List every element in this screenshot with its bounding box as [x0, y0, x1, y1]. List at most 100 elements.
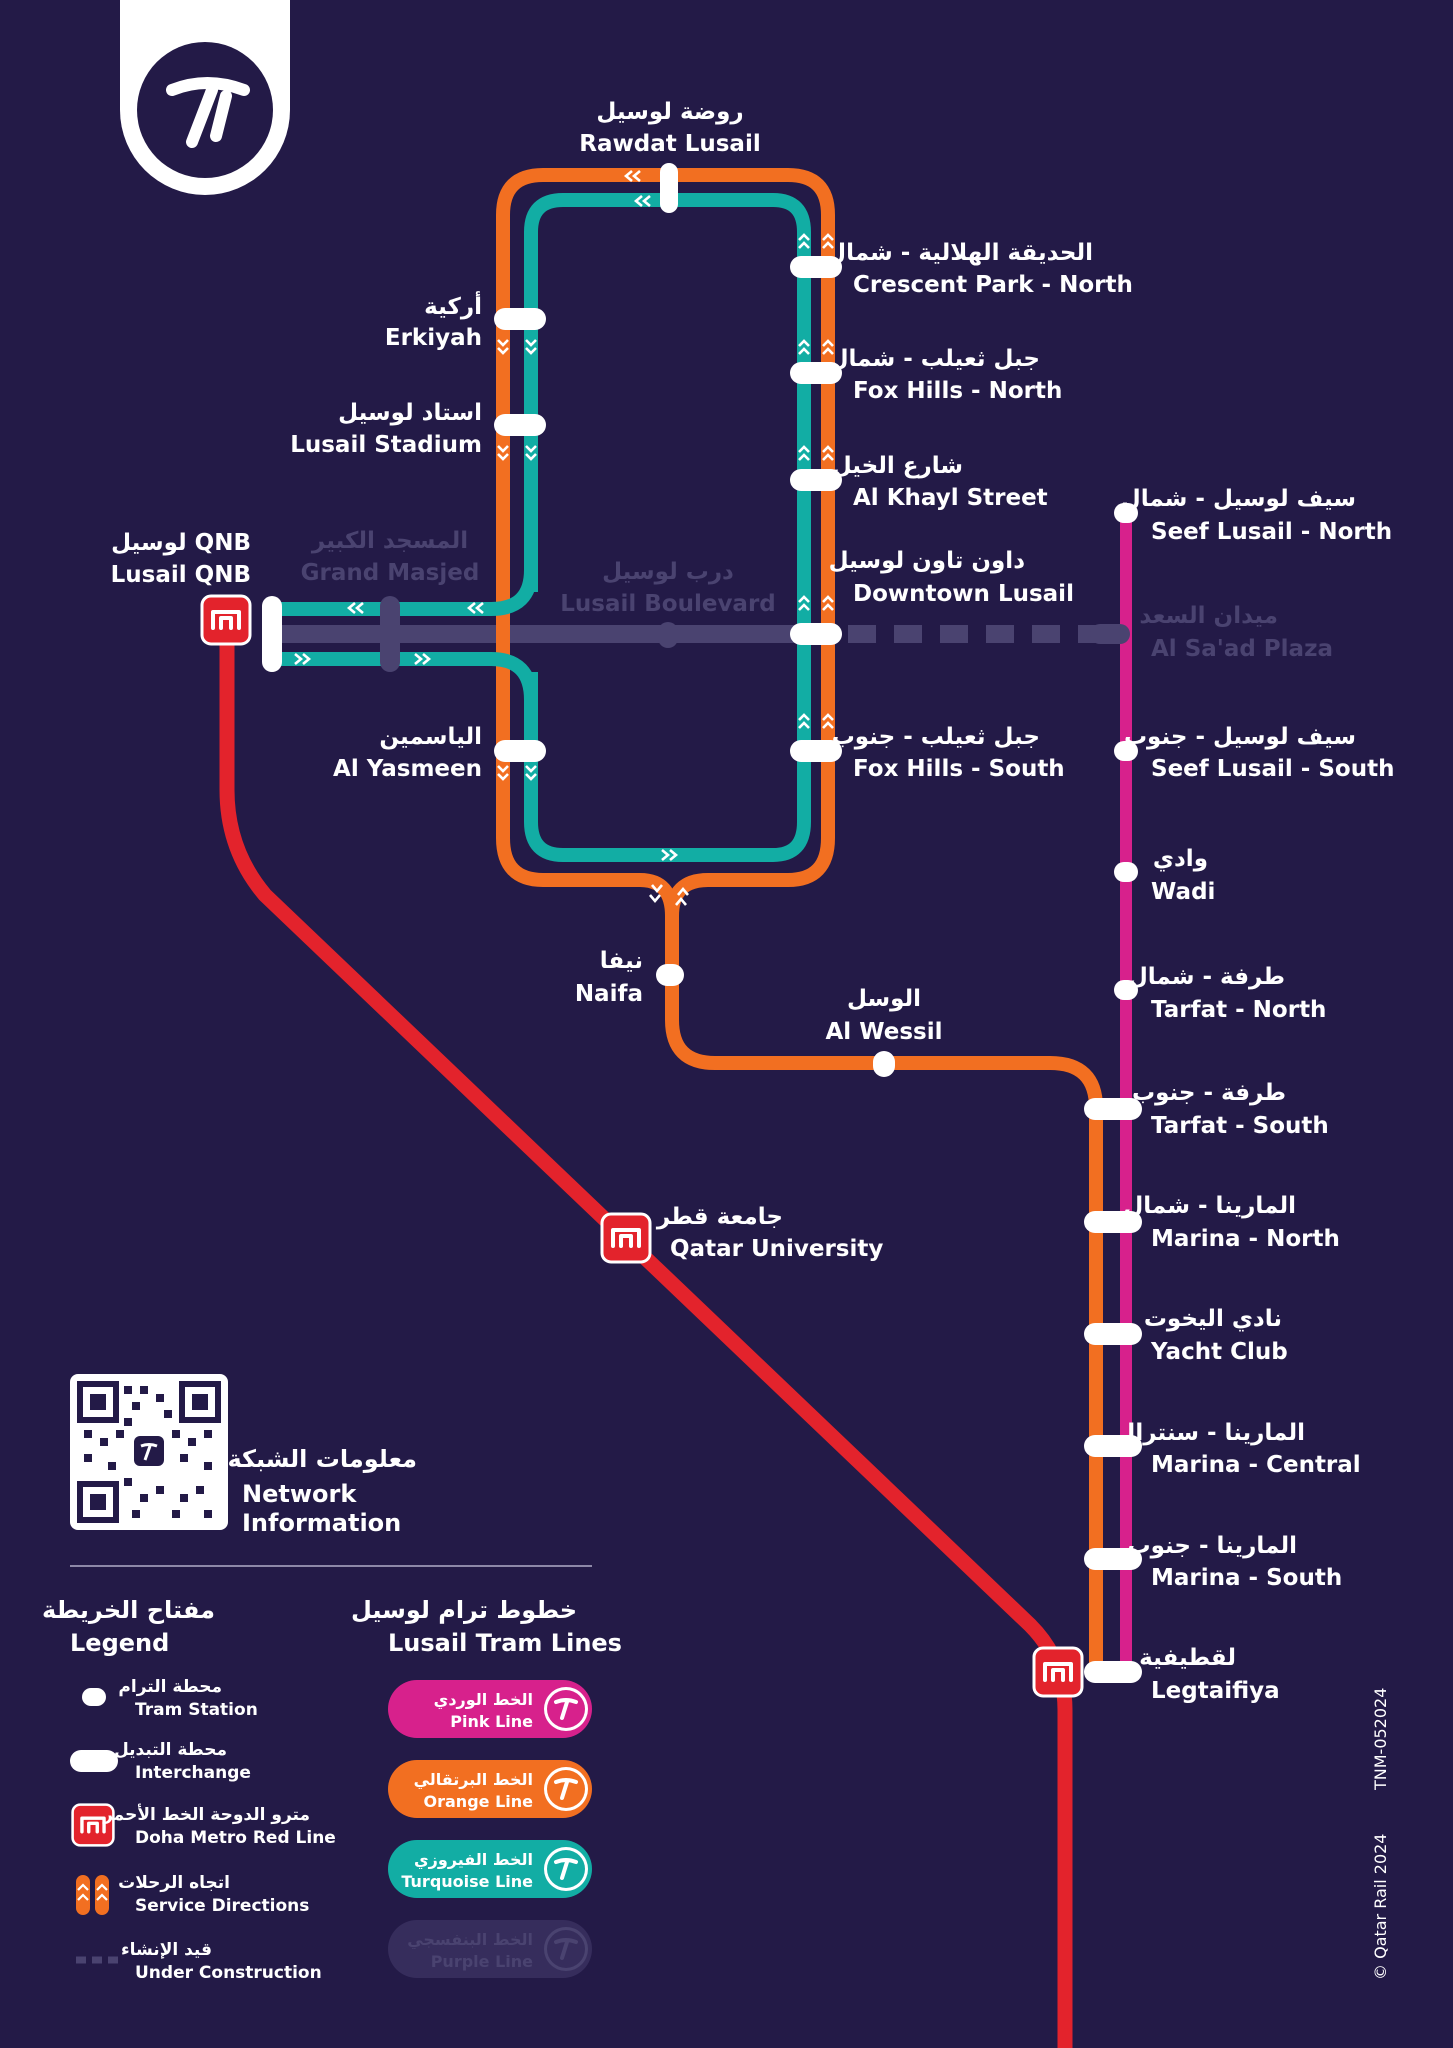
svg-text:قيد الإنشاء: قيد الإنشاء [121, 1940, 212, 1960]
svg-text:محطة التبديل: محطة التبديل [114, 1740, 227, 1760]
svg-text:المارينا - شمال: المارينا - شمال [1123, 1193, 1296, 1219]
station-downtown-lusail [790, 623, 842, 645]
station-al-saad-plaza [1090, 624, 1130, 644]
station-tarfat-north [1114, 980, 1138, 1000]
svg-text:وادي: وادي [1153, 846, 1208, 872]
station-al-yasmeen [494, 740, 546, 762]
svg-text:Al Khayl Street: Al Khayl Street [853, 485, 1048, 511]
metro-icon-legtaifiya [1032, 1646, 1084, 1698]
svg-text:Pink Line: Pink Line [450, 1712, 533, 1731]
svg-text:شارع الخيل: شارع الخيل [832, 453, 963, 479]
station-crescent-park-north [790, 256, 842, 278]
svg-text:Lusail QNB: Lusail QNB [111, 562, 251, 588]
svg-text:Purple Line: Purple Line [431, 1952, 533, 1971]
svg-text:Tarfat - North: Tarfat - North [1151, 997, 1326, 1023]
svg-text:Legend: Legend [70, 1629, 169, 1657]
svg-text:Fox Hills - South: Fox Hills - South [853, 756, 1065, 782]
svg-text:Qatar University: Qatar University [670, 1236, 883, 1262]
svg-text:نادي اليخوت: نادي اليخوت [1144, 1306, 1282, 1332]
svg-text:المسجد الكبير: المسجد الكبير [311, 528, 468, 554]
station-lusail-qnb [262, 596, 282, 672]
svg-text:معلومات الشبكة: معلومات الشبكة [227, 1445, 417, 1473]
svg-text:سيف لوسيل - شمال: سيف لوسيل - شمال [1121, 486, 1356, 512]
station-wadi [1114, 862, 1138, 882]
svg-text:Service Directions: Service Directions [135, 1896, 309, 1916]
svg-text:الوسل: الوسل [847, 986, 921, 1012]
metro-icon-qatar-university [600, 1212, 652, 1264]
svg-text:Wadi: Wadi [1151, 879, 1215, 905]
tram-brand-logo [120, 0, 290, 195]
svg-text:TNM-052024: TNM-052024 [1371, 1688, 1390, 1791]
svg-text:طرفة - جنوب: طرفة - جنوب [1132, 1080, 1286, 1106]
svg-text:Yacht Club: Yacht Club [1150, 1339, 1288, 1365]
station-fox-hills-north [790, 362, 842, 384]
svg-text:روضة لوسيل: روضة لوسيل [596, 99, 743, 125]
svg-text:Naifa: Naifa [575, 981, 643, 1007]
svg-text:المارينا - سنترال: المارينا - سنترال [1115, 1420, 1305, 1446]
station-labels: روضة لوسيل Rawdat Lusail الحديقة الهلالي… [111, 99, 1395, 1704]
svg-text:Seef Lusail - North: Seef Lusail - North [1151, 519, 1392, 545]
svg-text:Orange Line: Orange Line [424, 1792, 534, 1811]
svg-text:Crescent Park - North: Crescent Park - North [853, 272, 1133, 298]
station-yacht-club [1084, 1323, 1142, 1345]
svg-text:مترو الدوحة الخط الأحمر: مترو الدوحة الخط الأحمر [102, 1804, 310, 1825]
network-info: معلومات الشبكة Network Information [227, 1445, 417, 1537]
svg-text:الخط البرتقالي: الخط البرتقالي [414, 1770, 533, 1790]
svg-text:Rawdat Lusail: Rawdat Lusail [579, 131, 760, 157]
station-seef-lusail-south [1114, 741, 1138, 761]
svg-text:Downtown Lusail: Downtown Lusail [853, 581, 1074, 607]
footer: © Qatar Rail 2024 TNM-052024 [1371, 1688, 1390, 1980]
svg-text:Marina - Central: Marina - Central [1151, 1452, 1361, 1478]
station-al-khayl-street [790, 469, 842, 491]
svg-text:الخط الفيروزي: الخط الفيروزي [414, 1850, 533, 1870]
divider [70, 1565, 592, 1567]
legend: مفتاح الخريطة Legend محطة الترام Tram St… [42, 1596, 336, 1983]
metro-icon-lusail-qnb [200, 594, 252, 646]
svg-text:جبل ثعيلب - شمال: جبل ثعيلب - شمال [829, 346, 1040, 372]
svg-text:Lusail Stadium: Lusail Stadium [290, 432, 482, 458]
svg-text:Seef Lusail - South: Seef Lusail - South [1151, 756, 1394, 782]
svg-text:Legtaifiya: Legtaifiya [1151, 1678, 1280, 1704]
svg-text:Al Sa'ad Plaza: Al Sa'ad Plaza [1151, 636, 1333, 662]
turquoise-spur-join-top [490, 569, 538, 616]
svg-text:Lusail Boulevard: Lusail Boulevard [560, 591, 776, 617]
direction-chevrons [294, 170, 834, 906]
svg-text:جامعة قطر: جامعة قطر [656, 1204, 783, 1230]
svg-text:محطة الترام: محطة الترام [118, 1677, 222, 1697]
svg-text:Information: Information [242, 1509, 401, 1537]
station-legtaifiya [1084, 1661, 1142, 1683]
station-marina-central [1084, 1435, 1142, 1457]
station-seef-lusail-north [1114, 503, 1138, 523]
svg-text:طرفة - شمال: طرفة - شمال [1128, 964, 1285, 990]
station-fox-hills-south [790, 740, 842, 762]
station-lusail-stadium [494, 414, 546, 436]
svg-text:Lusail Tram Lines: Lusail Tram Lines [388, 1629, 622, 1657]
svg-text:أركية: أركية [424, 290, 482, 320]
svg-text:Turquoise Line: Turquoise Line [401, 1872, 533, 1891]
svg-text:الياسمين: الياسمين [379, 724, 482, 750]
svg-text:المارينا - جنوب: المارينا - جنوب [1127, 1533, 1297, 1559]
qr-code [70, 1374, 228, 1530]
svg-text:درب لوسيل: درب لوسيل [602, 559, 734, 585]
station-marina-north [1084, 1211, 1142, 1233]
station-tarfat-south [1084, 1098, 1142, 1120]
svg-text:سيف لوسيل - جنوب: سيف لوسيل - جنوب [1124, 724, 1356, 750]
svg-text:Marina - North: Marina - North [1151, 1226, 1340, 1252]
turquoise-spur-join-bottom [490, 652, 538, 701]
svg-text:مفتاح الخريطة: مفتاح الخريطة [42, 1596, 215, 1624]
svg-text:داون تاون لوسيل: داون تاون لوسيل [829, 548, 1026, 574]
svg-text:Erkiyah: Erkiyah [385, 325, 482, 351]
station-markers [262, 163, 1142, 1683]
svg-text:Fox Hills - North: Fox Hills - North [853, 378, 1062, 404]
svg-text:خطوط ترام لوسيل: خطوط ترام لوسيل [351, 1596, 577, 1624]
svg-text:لقطيفية: لقطيفية [1139, 1645, 1236, 1671]
svg-text:© Qatar Rail 2024: © Qatar Rail 2024 [1371, 1834, 1390, 1981]
svg-text:الخط البنفسجي: الخط البنفسجي [407, 1930, 533, 1950]
svg-text:Interchange: Interchange [135, 1763, 251, 1783]
svg-text:Under Construction: Under Construction [135, 1963, 322, 1983]
svg-text:Al Yasmeen: Al Yasmeen [333, 756, 482, 782]
station-grand-masjed [380, 596, 400, 672]
station-marina-south [1084, 1548, 1142, 1570]
svg-text:Al Wessil: Al Wessil [826, 1019, 943, 1045]
